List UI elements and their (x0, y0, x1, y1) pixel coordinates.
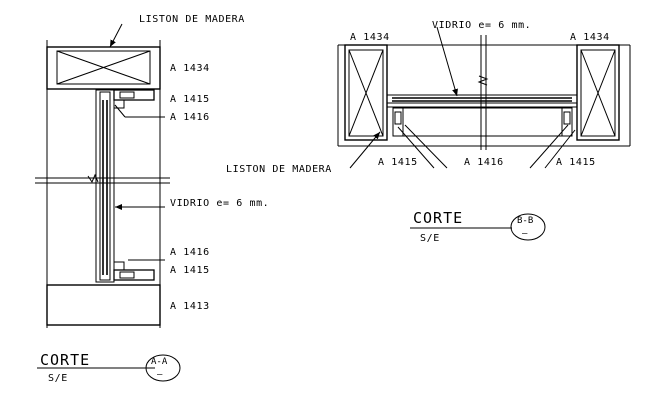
cut-bubble-a (145, 354, 181, 382)
label-vidrio-b: VIDRIO e= 6 mm. (432, 20, 531, 31)
label-a1416-top-left: A 1416 (170, 112, 210, 123)
frame-horizontal (386, 94, 578, 104)
left-profile-a1415 (392, 107, 404, 137)
right-jamb-a1434 (576, 44, 620, 141)
right-profile-a1415 (561, 107, 573, 137)
scale-label-b: S/E (420, 233, 440, 244)
wood-strip-box (56, 50, 151, 85)
cut-id-a: A-A (151, 357, 168, 367)
sill-profile-a1413 (46, 284, 161, 326)
vertical-section-a-a (35, 23, 181, 382)
leader-liston (109, 23, 123, 48)
leader-liston-b (349, 131, 381, 169)
label-a1415-bottom-left: A 1415 (170, 265, 210, 276)
leader-a1416-top (114, 104, 126, 118)
label-a1415-left-b: A 1415 (378, 157, 418, 168)
cut-dash-a: — (157, 370, 163, 380)
left-jamb-a1434 (344, 44, 388, 141)
label-a1416-bottom-left: A 1416 (170, 247, 210, 258)
label-liston-left: LISTON DE MADERA (139, 14, 245, 25)
wood-cross-2 (56, 50, 151, 85)
label-a1413-left: A 1413 (170, 301, 210, 312)
section-title-b: CORTE (413, 209, 463, 227)
label-a1434-left-b: A 1434 (350, 32, 390, 43)
horizontal-section-b-b (337, 26, 631, 241)
right-profile-a1416 (563, 111, 571, 125)
break-zigzag (87, 173, 99, 184)
right-jamb-inner (580, 49, 616, 137)
leader-a1416-right (529, 124, 569, 169)
label-liston-b: LISTON DE MADERA (226, 164, 332, 175)
right-jamb-cross-2 (580, 49, 616, 137)
cut-dash-b: — (522, 229, 528, 239)
leader-vidrio-b (436, 26, 458, 97)
label-a1415-right-b: A 1415 (556, 157, 596, 168)
left-profile-a1416 (394, 111, 402, 125)
left-jamb-cross-2 (348, 49, 384, 137)
leader-a1415-right (544, 129, 576, 169)
section-title-a: CORTE (40, 351, 90, 369)
cut-id-b: B-B (517, 216, 533, 226)
scale-label-a: S/E (48, 373, 68, 384)
label-a1415-top-left: A 1415 (170, 94, 210, 105)
frame-h-lower (386, 102, 578, 108)
profile-top-a1415 (113, 89, 155, 101)
profile-top-a1416 (119, 91, 135, 99)
label-a1434-right-b: A 1434 (570, 32, 610, 43)
profile-bottom-clip (113, 261, 125, 271)
profile-bottom-a1415 (113, 269, 155, 281)
profile-bottom-a1416 (119, 271, 135, 279)
label-vidrio-left: VIDRIO e= 6 mm. (170, 198, 269, 209)
label-a1416-b: A 1416 (464, 157, 504, 168)
leader-a1416-left (404, 124, 448, 169)
top-profile-a1434 (46, 46, 161, 90)
break-zigzag-v (477, 75, 489, 86)
left-jamb-inner (348, 49, 384, 137)
frame-inner (99, 91, 111, 281)
profile-top-clip (113, 99, 125, 109)
frame-jamb (95, 89, 115, 283)
cut-bubble-b (510, 213, 546, 241)
leader-a1415-left (397, 126, 435, 169)
label-a1434-left: A 1434 (170, 63, 210, 74)
